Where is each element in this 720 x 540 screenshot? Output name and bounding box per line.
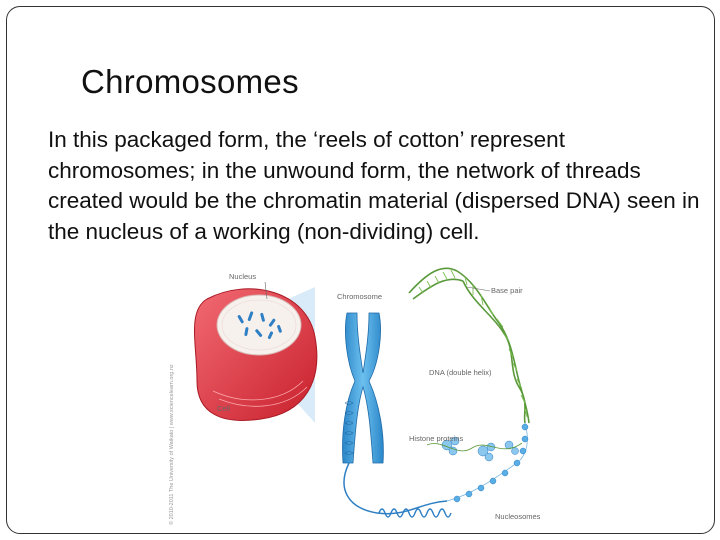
- base-pair-pointer: [466, 286, 491, 292]
- chromosome-diagram: Nucleus Cell © 2010-2011 The University …: [157, 263, 557, 533]
- dna-double-helix: [408, 267, 530, 424]
- label-nucleosomes: Nucleosomes: [495, 512, 541, 521]
- label-chromosome: Chromosome: [337, 292, 382, 301]
- cell-membrane-lines: [212, 380, 308, 407]
- label-nucleus: Nucleus: [229, 272, 256, 281]
- cell: [194, 288, 318, 421]
- label-base-pair: Base pair: [491, 286, 523, 295]
- nucleosomes: [453, 423, 529, 503]
- chromatin-fibre: [343, 462, 448, 515]
- slide-title: Chromosomes: [81, 63, 299, 100]
- label-cell: Cell: [217, 404, 230, 413]
- chromatin-coils: [344, 401, 354, 455]
- nucleus: [216, 294, 302, 356]
- coiled-fibre: [378, 508, 452, 518]
- histone-dna-wrap: [426, 442, 523, 452]
- nucleus-pointer: [264, 281, 268, 300]
- label-histone: Histone proteins: [409, 434, 463, 443]
- dna-base-pairs: [418, 269, 528, 418]
- slide: Chromosomes In this packaged form, the ‘…: [6, 6, 715, 534]
- figure-credit: © 2010-2011 The University of Waikato | …: [168, 364, 175, 525]
- chromosome: [342, 312, 384, 464]
- slide-body-text: In this packaged form, the ‘reels of cot…: [48, 127, 700, 244]
- nucleus-chromosomes: [237, 311, 282, 339]
- label-dna: DNA (double helix): [429, 368, 492, 377]
